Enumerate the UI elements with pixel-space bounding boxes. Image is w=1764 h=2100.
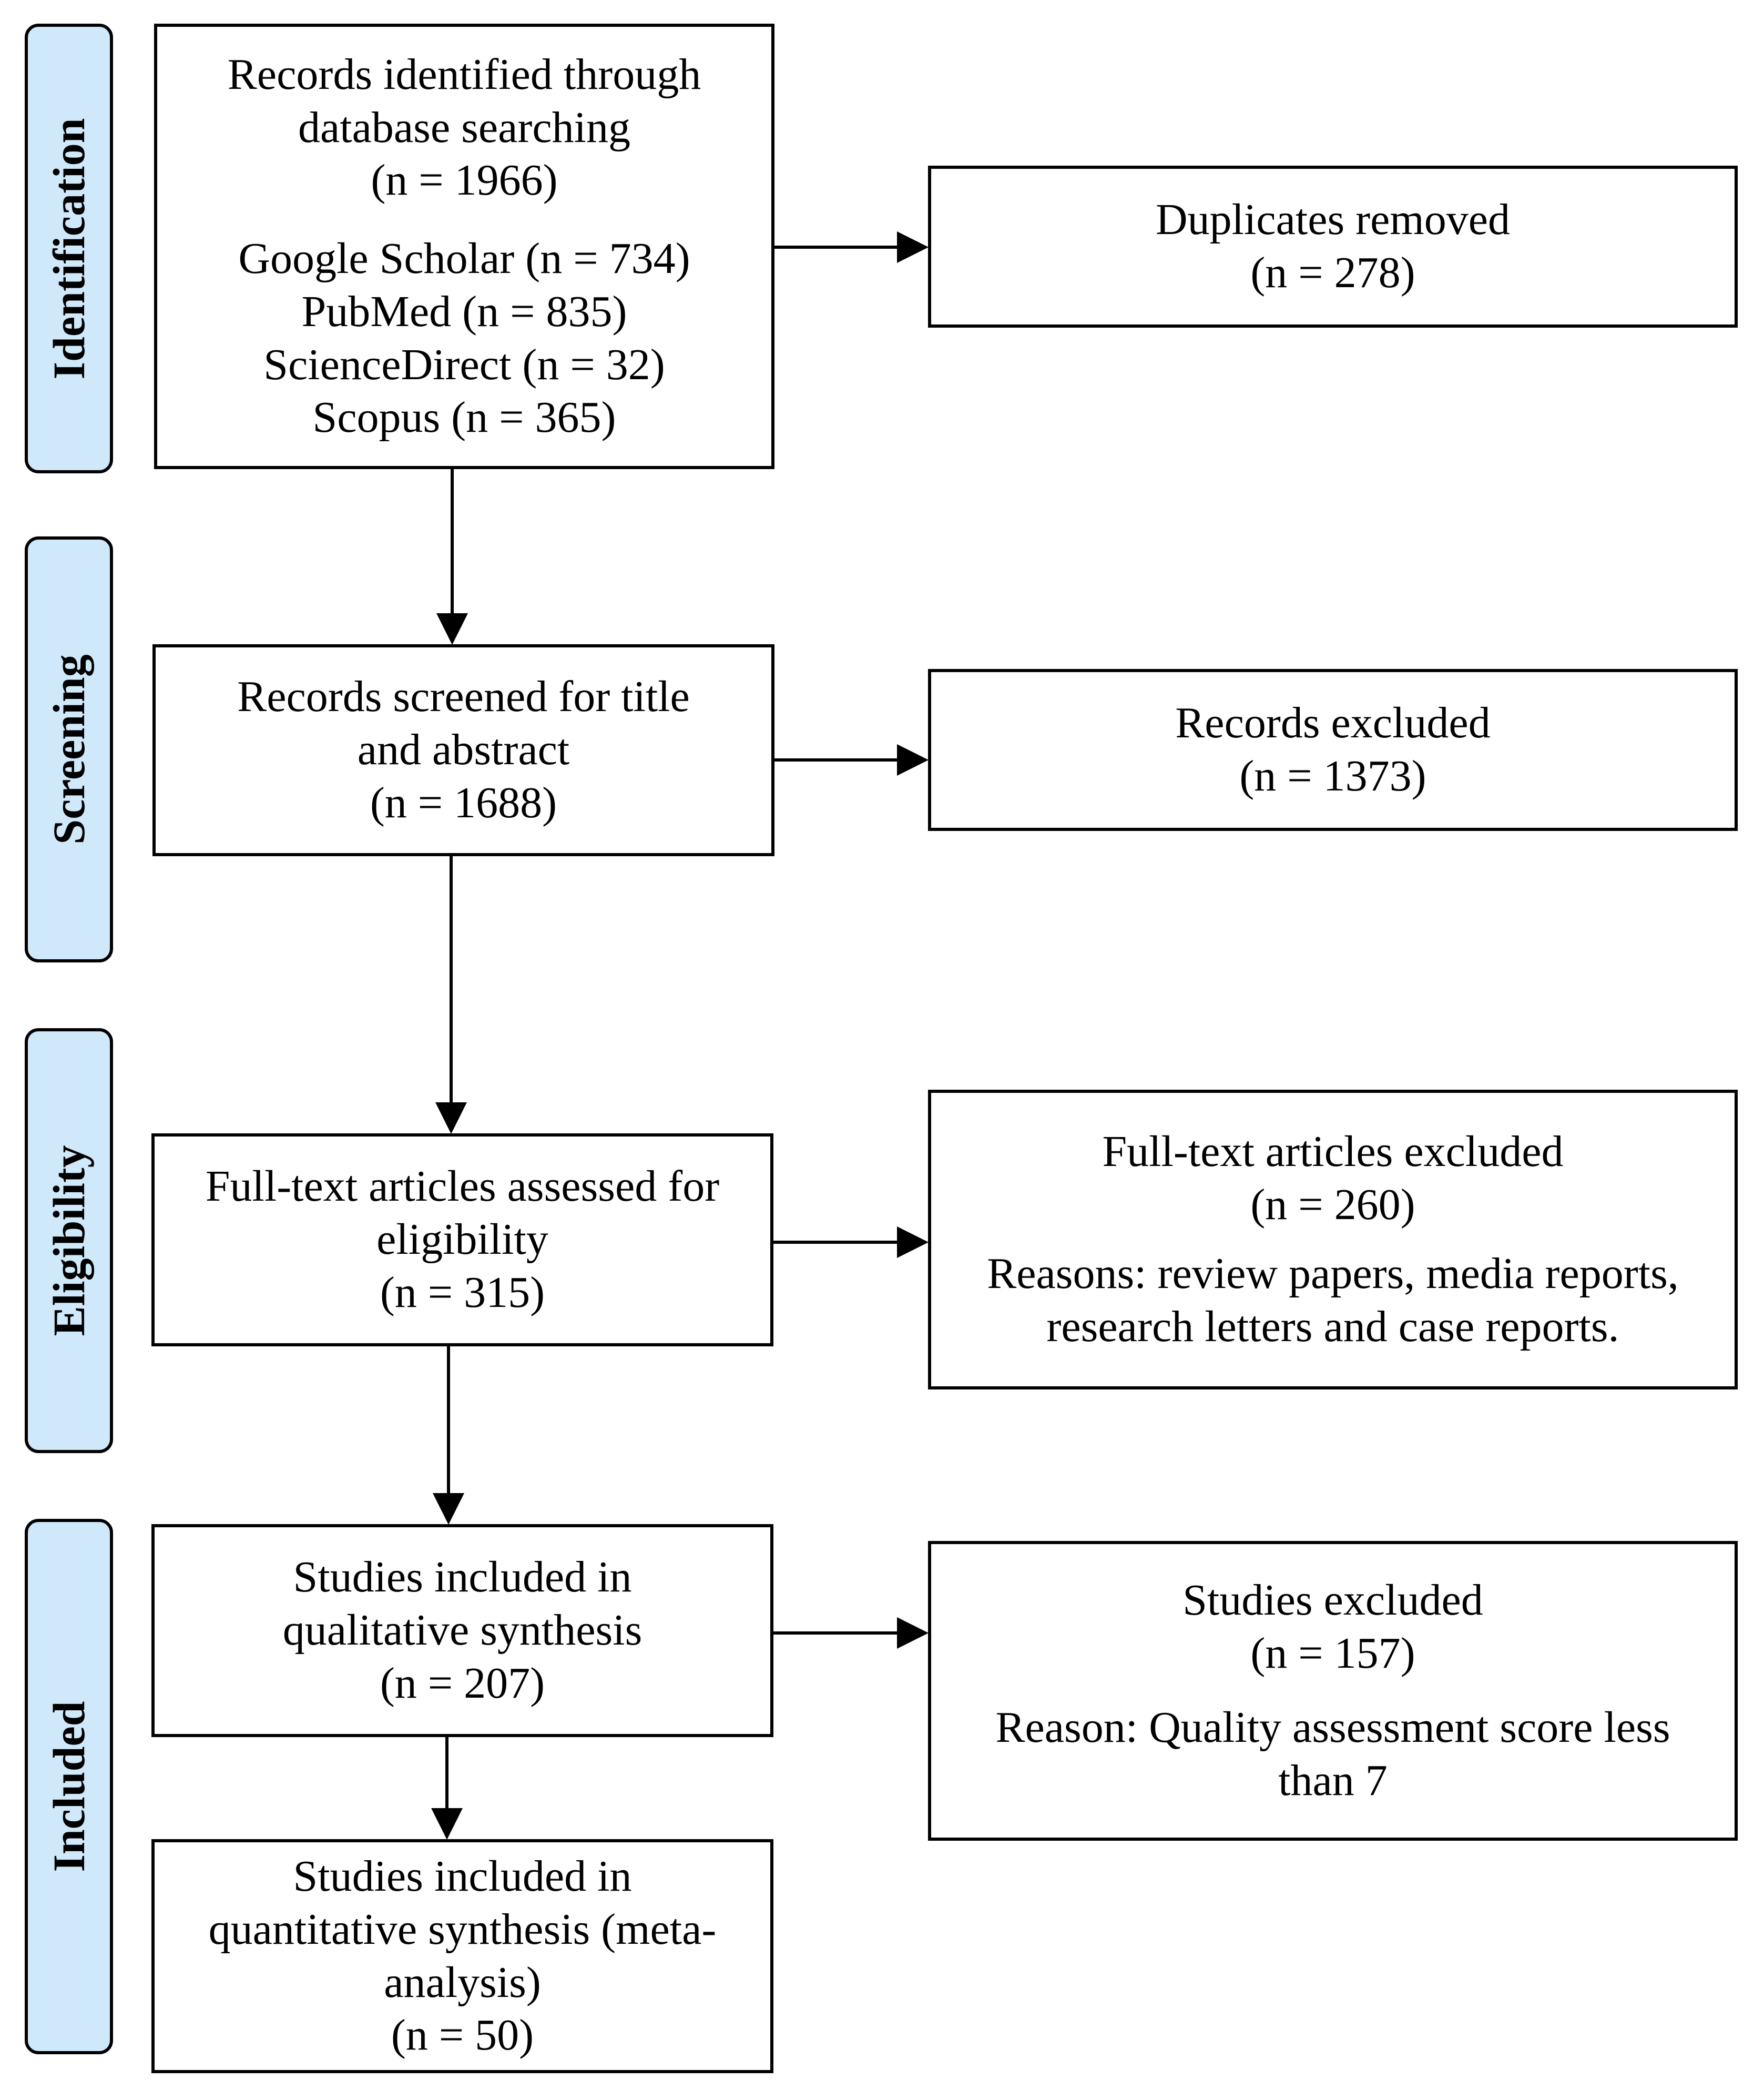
studies-excluded-line1: Studies excluded bbox=[1182, 1576, 1483, 1625]
duplicates-removed-line1: Duplicates removed bbox=[1155, 195, 1511, 245]
phase-included: Included bbox=[25, 1519, 113, 2054]
fulltext-excluded-reason1: Reasons: review papers, media reports, bbox=[987, 1249, 1679, 1298]
phase-screening: Screening bbox=[25, 536, 113, 962]
fulltext-excluded-box: Full-text articles excluded (n = 260) Re… bbox=[928, 1090, 1738, 1389]
records-identified-line2: database searching bbox=[298, 103, 630, 152]
fulltext-excluded-count: (n = 260) bbox=[1250, 1180, 1415, 1230]
fulltext-assessed-line2: eligibility bbox=[376, 1215, 548, 1264]
records-excluded-line1: Records excluded bbox=[1175, 698, 1491, 748]
records-identified-box: Records identified through database sear… bbox=[154, 24, 774, 469]
studies-excluded-box: Studies excluded (n = 157) Reason: Quali… bbox=[928, 1541, 1738, 1841]
phase-included-label: Included bbox=[44, 1701, 94, 1872]
records-identified-line1: Records identified through bbox=[227, 49, 701, 99]
studies-excluded-reason2: than 7 bbox=[1278, 1756, 1388, 1805]
phase-eligibility-label: Eligibility bbox=[44, 1145, 94, 1336]
source-sciencedirect: ScienceDirect (n = 32) bbox=[263, 340, 665, 389]
phase-identification: Identification bbox=[25, 24, 113, 473]
fulltext-excluded-reason2: research letters and case reports. bbox=[1046, 1302, 1619, 1351]
fulltext-assessed-count: (n = 315) bbox=[380, 1267, 545, 1317]
quantitative-line2: quantitative synthesis (meta- bbox=[208, 1904, 717, 1954]
qualitative-line2: qualitative synthesis bbox=[282, 1606, 643, 1655]
fulltext-assessed-box: Full-text articles assessed for eligibil… bbox=[151, 1133, 773, 1346]
source-scopus: Scopus (n = 365) bbox=[312, 393, 616, 442]
records-excluded-count: (n = 1373) bbox=[1239, 752, 1426, 800]
phase-eligibility: Eligibility bbox=[25, 1028, 113, 1453]
source-google-scholar: Google Scholar (n = 734) bbox=[238, 234, 690, 283]
fulltext-assessed-line1: Full-text articles assessed for bbox=[205, 1162, 720, 1211]
quantitative-line3: analysis) bbox=[384, 1957, 541, 2007]
records-excluded-box: Records excluded (n = 1373) bbox=[928, 669, 1738, 831]
qualitative-count: (n = 207) bbox=[380, 1658, 545, 1708]
records-screened-line1: Records screened for title bbox=[237, 672, 690, 722]
quantitative-count: (n = 50) bbox=[391, 2011, 534, 2060]
records-screened-count: (n = 1688) bbox=[370, 778, 557, 827]
records-screened-line2: and abstract bbox=[357, 725, 570, 775]
phase-identification-label: Identification bbox=[44, 118, 94, 379]
duplicates-removed-box: Duplicates removed (n = 278) bbox=[928, 166, 1738, 328]
source-pubmed: PubMed (n = 835) bbox=[301, 287, 627, 336]
studies-excluded-reason1: Reason: Quality assessment score less bbox=[995, 1703, 1670, 1752]
quantitative-line1: Studies included in bbox=[293, 1851, 632, 1901]
records-screened-box: Records screened for title and abstract … bbox=[152, 644, 774, 856]
duplicates-removed-count: (n = 278) bbox=[1250, 248, 1415, 297]
qualitative-line1: Studies included in bbox=[293, 1553, 632, 1602]
quantitative-synthesis-box: Studies included in quantitative synthes… bbox=[151, 1839, 773, 2073]
fulltext-excluded-line1: Full-text articles excluded bbox=[1102, 1127, 1564, 1176]
studies-excluded-count: (n = 157) bbox=[1250, 1629, 1415, 1678]
phase-screening-label: Screening bbox=[44, 654, 94, 845]
records-identified-count: (n = 1966) bbox=[371, 156, 558, 205]
qualitative-synthesis-box: Studies included in qualitative synthesi… bbox=[151, 1524, 773, 1737]
